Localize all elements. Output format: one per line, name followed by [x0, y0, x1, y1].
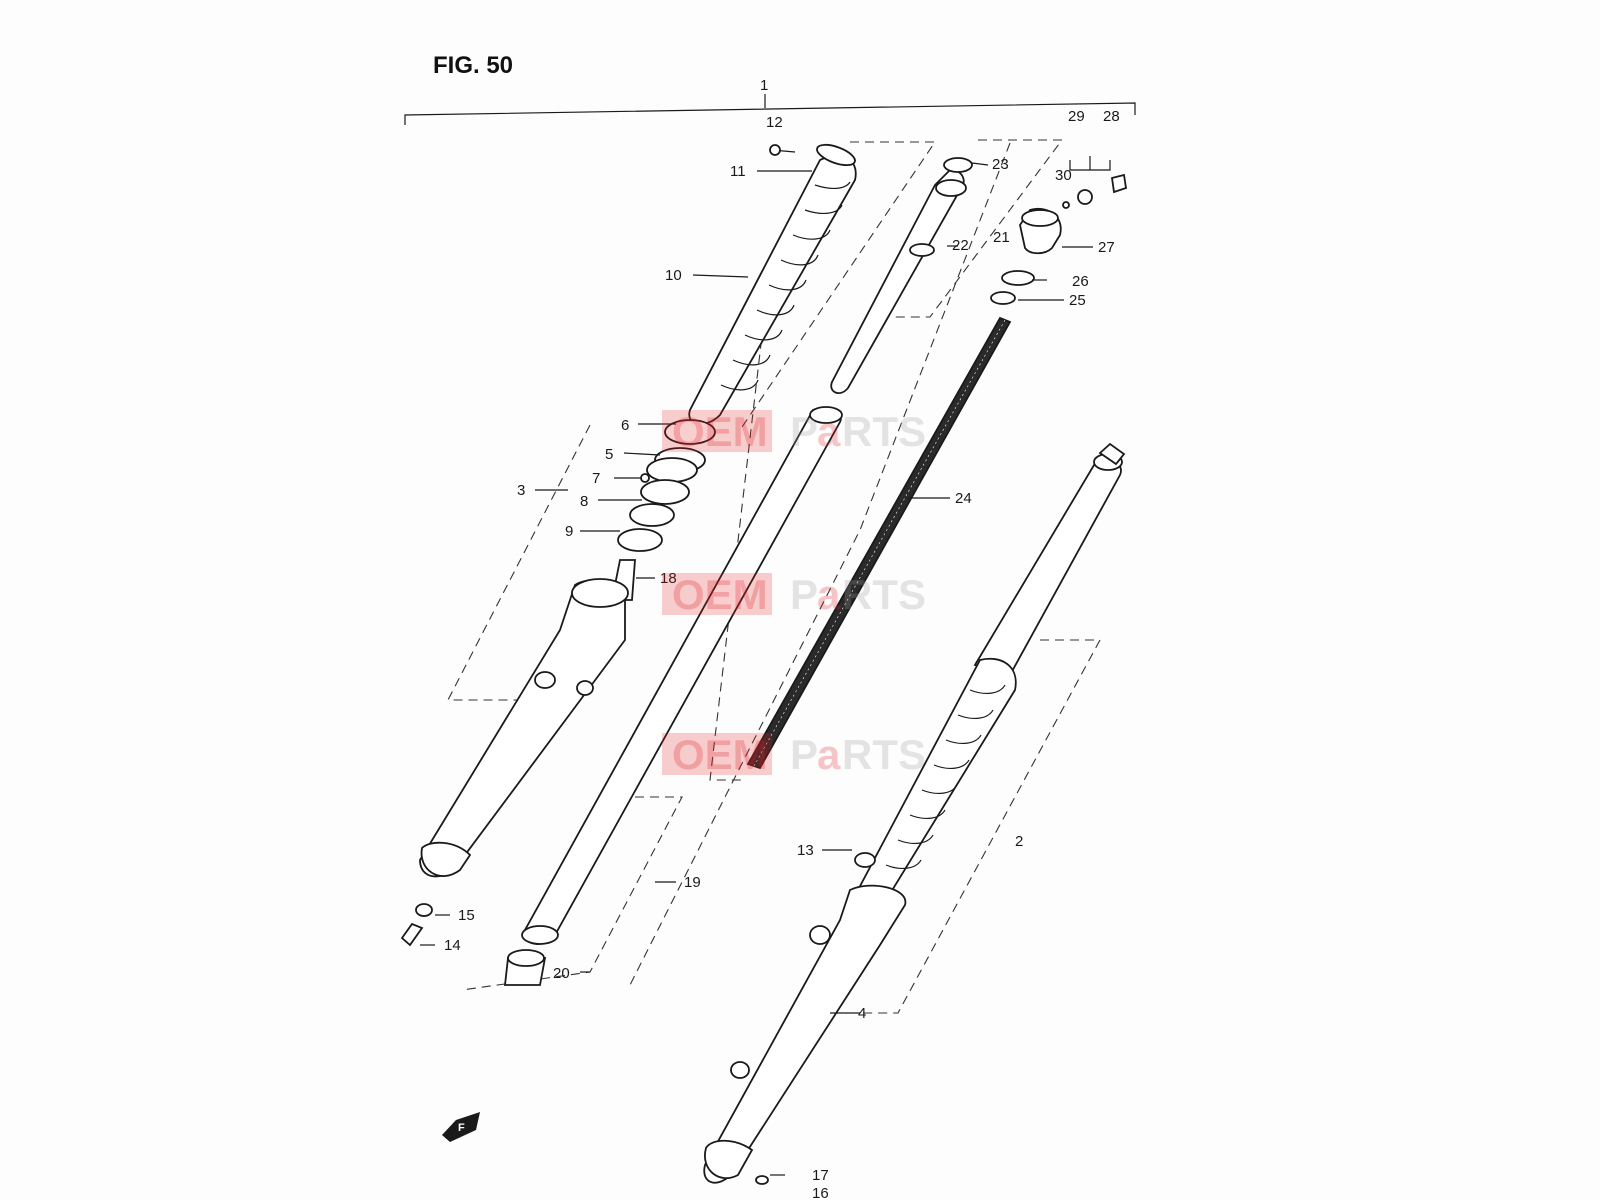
callout-1: 1	[760, 77, 768, 94]
callout-21: 21	[993, 229, 1010, 246]
svg-text:RTS: RTS	[842, 731, 926, 778]
callout-2: 2	[1015, 833, 1023, 850]
callout-14: 14	[444, 937, 461, 954]
callout-7: 7	[592, 470, 600, 487]
svg-text:OEM: OEM	[672, 408, 768, 455]
callout-9: 9	[565, 523, 573, 540]
front-arrow-icon: F	[442, 1112, 480, 1142]
watermark-3: OEM P a RTS	[662, 731, 926, 778]
dust-boot-right	[848, 657, 1017, 924]
callout-10: 10	[665, 267, 682, 284]
callout-3: 3	[517, 482, 525, 499]
callout-30: 30	[1055, 167, 1072, 184]
watermark-2: OEM P a RTS	[662, 571, 926, 618]
svg-text:RTS: RTS	[842, 571, 926, 618]
svg-text:P: P	[790, 731, 818, 778]
svg-text:a: a	[817, 408, 841, 455]
callout-19: 19	[684, 874, 701, 891]
callout-5: 5	[605, 446, 613, 463]
svg-text:RTS: RTS	[842, 408, 926, 455]
inner-tube-right	[973, 442, 1126, 677]
assembly-bracket	[404, 94, 1136, 125]
callout-15: 15	[458, 907, 475, 924]
callout-labels: 1 2 3 4 5 6 7 8 9 10 11 12 13 14 15 16 1…	[444, 77, 1120, 1200]
fork-cap-stack	[990, 207, 1062, 305]
callout-22: 22	[952, 237, 969, 254]
callout-24: 24	[955, 490, 972, 507]
callout-13: 13	[797, 842, 814, 859]
oil-seal-stack	[617, 419, 716, 552]
svg-text:a: a	[817, 731, 841, 778]
svg-text:P: P	[790, 571, 818, 618]
svg-text:OEM: OEM	[672, 571, 768, 618]
callout-12: 12	[766, 114, 783, 131]
leader-lines	[420, 162, 1093, 1176]
callout-20: 20	[553, 965, 570, 982]
inner-tube-left	[503, 406, 843, 986]
callout-6: 6	[621, 417, 629, 434]
svg-text:a: a	[817, 571, 841, 618]
outer-tube-right	[703, 852, 906, 1185]
callout-17: 17	[812, 1167, 829, 1184]
callout-25: 25	[1069, 292, 1086, 309]
air-valve	[1062, 156, 1128, 209]
callout-29: 29	[1068, 108, 1085, 125]
callout-8: 8	[580, 493, 588, 510]
dust-boot-upper	[688, 143, 857, 425]
outer-tube-left	[419, 578, 629, 878]
figure-title: FIG. 50	[433, 52, 513, 79]
callout-23: 23	[992, 156, 1009, 173]
watermark-1: OEM P a RTS	[662, 408, 926, 455]
svg-text:P: P	[790, 408, 818, 455]
clamp-screw	[769, 144, 796, 156]
callout-27: 27	[1098, 239, 1115, 256]
callout-16: 16	[812, 1185, 829, 1200]
group-outlines	[447, 139, 1101, 1014]
drain-bolt-left	[400, 903, 433, 947]
callout-11: 11	[730, 163, 746, 180]
callout-4: 4	[858, 1005, 866, 1022]
callout-28: 28	[1103, 108, 1120, 125]
fork-spring	[746, 316, 1012, 770]
damper-rod	[830, 157, 973, 395]
svg-text:OEM: OEM	[672, 731, 768, 778]
front-label: F	[458, 1122, 465, 1134]
callout-26: 26	[1072, 273, 1089, 290]
callout-18: 18	[660, 570, 677, 587]
